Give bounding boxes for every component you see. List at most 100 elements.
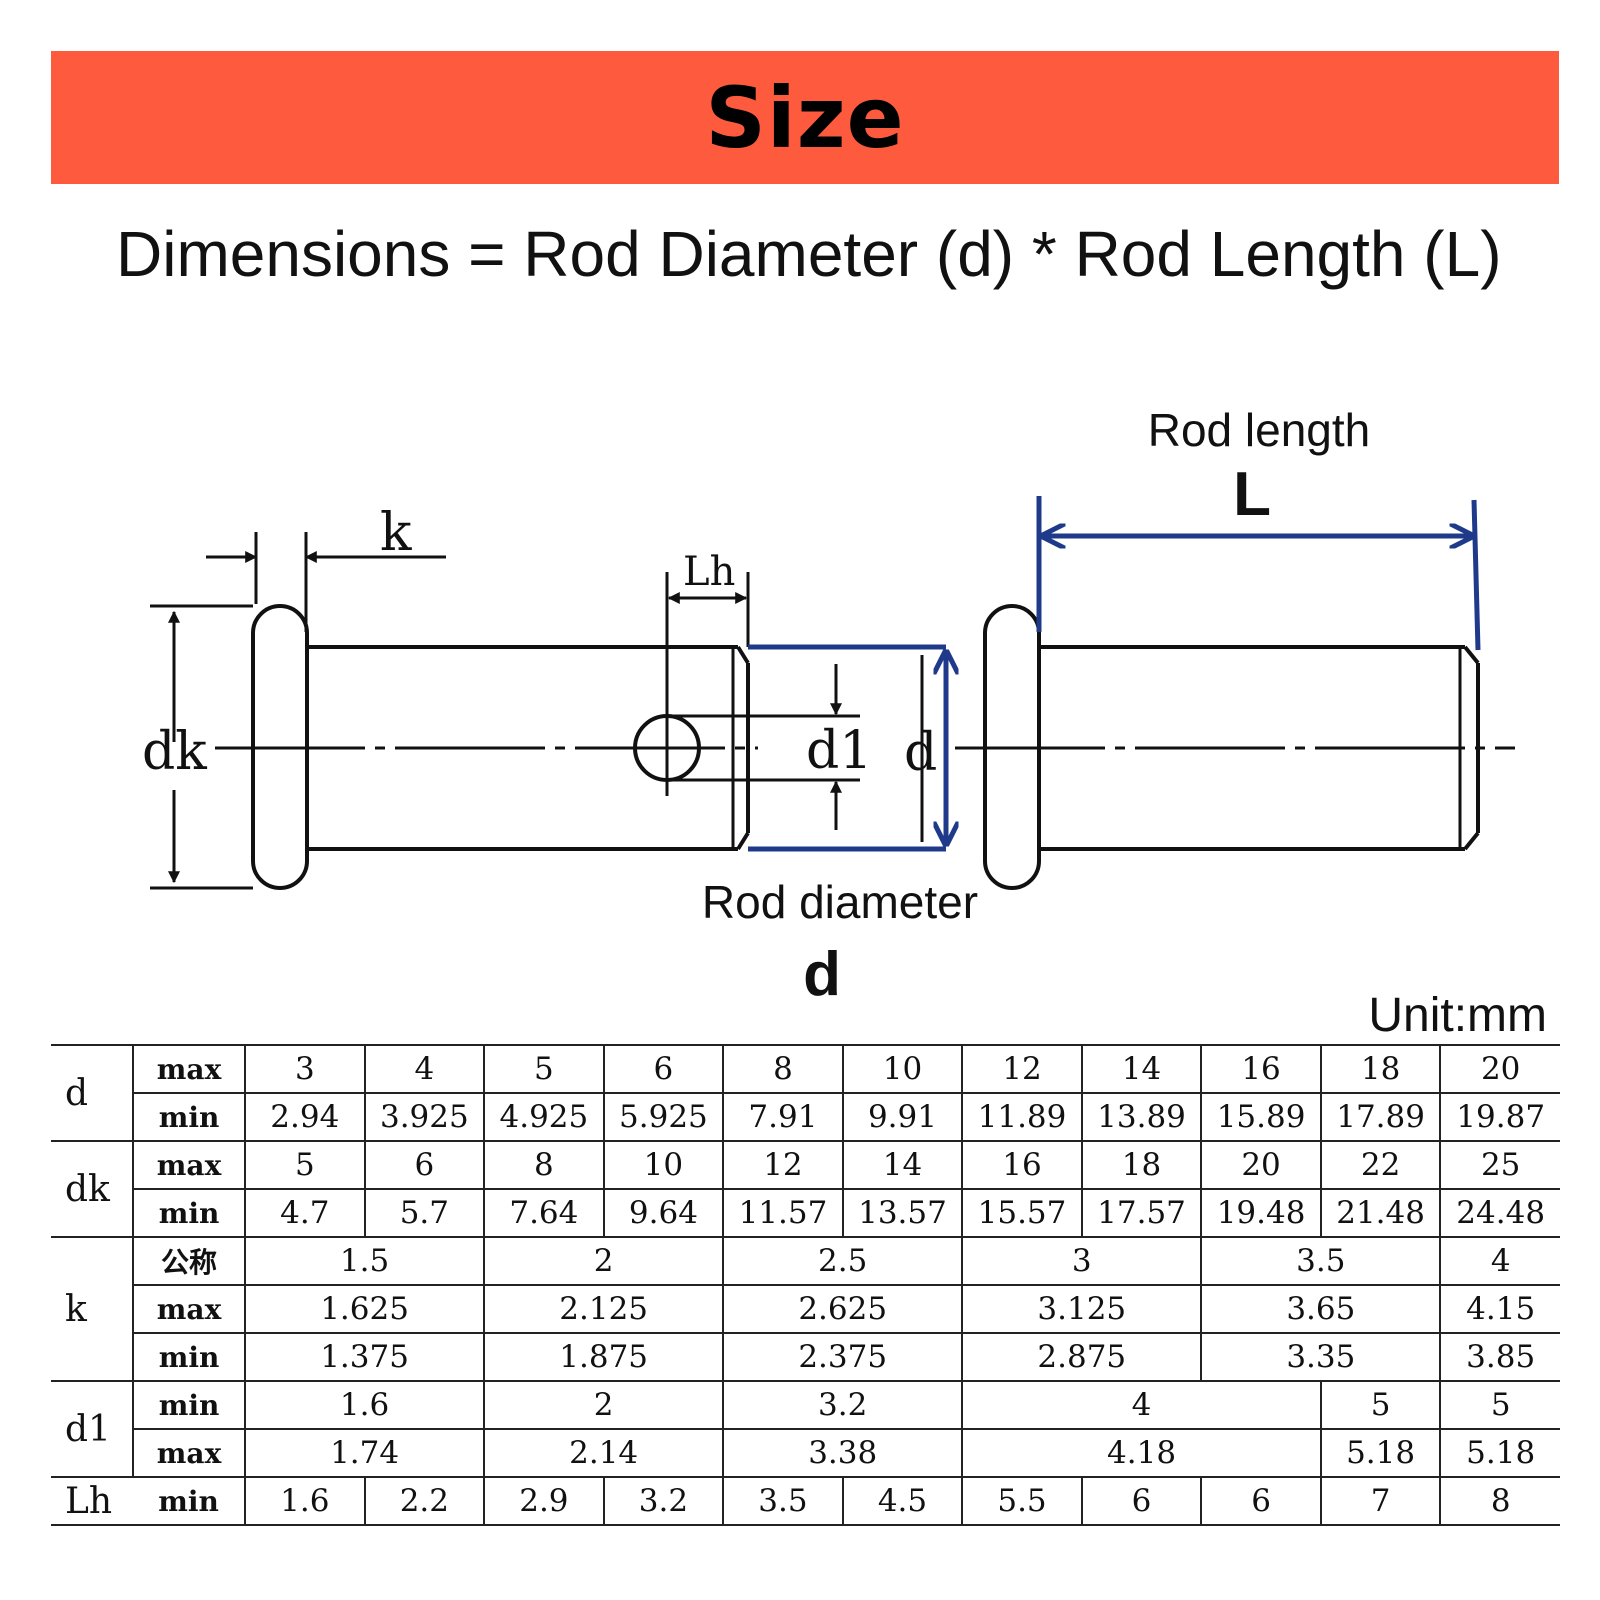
table-cell: 9.91 bbox=[841, 1092, 964, 1141]
table-cell: 25 bbox=[1439, 1140, 1560, 1189]
row-label: max bbox=[132, 1044, 247, 1093]
table-cell: 4.5 bbox=[841, 1476, 964, 1526]
table-cell: 1.875 bbox=[483, 1332, 725, 1381]
table-cell: 3.5 bbox=[1200, 1236, 1442, 1285]
table-row: k 公称 1.5 2 2.5 3 3.5 4 bbox=[51, 1236, 1560, 1381]
right-pin-chamfer-bottom bbox=[1463, 831, 1480, 851]
table-cell: 12 bbox=[722, 1140, 844, 1189]
rod-diameter-symbol: d bbox=[803, 940, 841, 1009]
table-cell: 14 bbox=[1080, 1044, 1203, 1093]
table-cell: 17.89 bbox=[1319, 1092, 1442, 1141]
table-cell: 5.925 bbox=[602, 1092, 725, 1141]
table-cell: 5.7 bbox=[363, 1188, 486, 1237]
table-cell: 20 bbox=[1200, 1140, 1322, 1189]
row-label: min bbox=[132, 1380, 247, 1429]
param-d1: d1 bbox=[51, 1380, 135, 1477]
table-cell: 2.9 bbox=[483, 1476, 605, 1526]
table-cell: 11.57 bbox=[722, 1188, 844, 1237]
table-cell: 5.18 bbox=[1319, 1428, 1442, 1477]
table-row: min 4.7 5.7 7.64 9.64 11.57 13.57 15.57 … bbox=[51, 1188, 1560, 1237]
table-row: d max 3 4 5 6 8 10 12 14 16 18 20 bbox=[51, 1044, 1560, 1141]
d-label: d bbox=[904, 723, 937, 783]
table-cell: 2 bbox=[483, 1236, 725, 1285]
table-cell: 5.18 bbox=[1439, 1428, 1560, 1477]
table-cell: 20 bbox=[1439, 1044, 1560, 1093]
table-cell: 24.48 bbox=[1439, 1188, 1560, 1237]
table-cell: 16 bbox=[1200, 1044, 1322, 1093]
left-pin-chamfer-top bbox=[736, 645, 750, 665]
row-label: min bbox=[132, 1332, 247, 1381]
table-cell: 8 bbox=[722, 1044, 844, 1093]
k-label: k bbox=[380, 503, 412, 563]
table-cell: 4.7 bbox=[244, 1188, 366, 1237]
param-d: d bbox=[51, 1044, 135, 1141]
param-dk: dk bbox=[51, 1140, 135, 1237]
table-cell: 3 bbox=[244, 1044, 366, 1093]
table-cell: 3.125 bbox=[961, 1284, 1203, 1333]
row-label: max bbox=[132, 1284, 247, 1333]
table-row: Lh min 1.6 2.2 2.9 3.2 3.5 4.5 5.5 6 6 7… bbox=[51, 1476, 1560, 1526]
table-cell: 4 bbox=[961, 1380, 1322, 1429]
row-label: min bbox=[133, 1476, 247, 1526]
table-cell: 14 bbox=[841, 1140, 964, 1189]
table-cell: 8 bbox=[483, 1140, 605, 1189]
table-cell: 15.89 bbox=[1200, 1092, 1322, 1141]
right-pin-chamfer-top bbox=[1463, 645, 1480, 665]
table-row: max 1.74 2.14 3.38 4.18 5.18 5.18 bbox=[51, 1428, 1560, 1477]
table-cell: 7.64 bbox=[483, 1188, 605, 1237]
table-row: d1 min 1.6 2 3.2 4 5 5 bbox=[51, 1380, 1560, 1477]
table-cell: 18 bbox=[1080, 1140, 1203, 1189]
rod-length-extension-right bbox=[1471, 499, 1481, 651]
table-cell: 3.35 bbox=[1200, 1332, 1442, 1381]
table-cell: 3.85 bbox=[1439, 1332, 1560, 1381]
table-cell: 3.65 bbox=[1200, 1284, 1442, 1333]
table-cell: 13.89 bbox=[1080, 1092, 1203, 1141]
table-cell: 11.89 bbox=[961, 1092, 1083, 1141]
table-cell: 8 bbox=[1439, 1476, 1560, 1526]
table-cell: 1.5 bbox=[244, 1236, 486, 1285]
table-row: min 1.375 1.875 2.375 2.875 3.35 3.85 bbox=[51, 1332, 1560, 1381]
rod-diameter-caption: Rod diameter bbox=[702, 876, 978, 928]
table-cell: 5 bbox=[483, 1044, 605, 1093]
table-cell: 1.6 bbox=[244, 1380, 486, 1429]
table-cell: 4.18 bbox=[961, 1428, 1322, 1477]
param-lh: Lh bbox=[51, 1476, 134, 1526]
row-label: max bbox=[132, 1140, 247, 1189]
row-label: min bbox=[132, 1092, 247, 1141]
table-cell: 3.2 bbox=[602, 1476, 725, 1526]
table-cell: 3.38 bbox=[722, 1428, 964, 1477]
table-cell: 10 bbox=[841, 1044, 964, 1093]
table-cell: 2.875 bbox=[961, 1332, 1203, 1381]
table-cell: 1.6 bbox=[244, 1476, 366, 1526]
d1-label: d1 bbox=[806, 721, 872, 781]
table-row: min 2.94 3.925 4.925 5.925 7.91 9.91 11.… bbox=[51, 1092, 1560, 1141]
table-cell: 6 bbox=[1080, 1476, 1203, 1526]
table-cell: 19.87 bbox=[1439, 1092, 1560, 1141]
param-k: k bbox=[51, 1236, 135, 1381]
row-label: max bbox=[132, 1428, 247, 1477]
dimension-table: d max 3 4 5 6 8 10 12 14 16 18 20 min 2.… bbox=[51, 1044, 1560, 1526]
table-cell: 2.14 bbox=[483, 1428, 725, 1477]
table-cell: 22 bbox=[1319, 1140, 1442, 1189]
table-cell: 7 bbox=[1319, 1476, 1442, 1526]
table-cell: 2.625 bbox=[722, 1284, 964, 1333]
rod-length-caption: Rod length bbox=[1148, 404, 1371, 456]
table-cell: 9.64 bbox=[602, 1188, 725, 1237]
table-row: dk max 5 6 8 10 12 14 16 18 20 22 25 bbox=[51, 1140, 1560, 1237]
table-cell: 13.57 bbox=[841, 1188, 964, 1237]
table-cell: 3.925 bbox=[363, 1092, 486, 1141]
table-cell: 4.925 bbox=[483, 1092, 605, 1141]
table-cell: 1.375 bbox=[244, 1332, 486, 1381]
lh-label: Lh bbox=[683, 549, 735, 595]
table-cell: 2.2 bbox=[363, 1476, 486, 1526]
table-cell: 2.125 bbox=[483, 1284, 725, 1333]
table-cell: 21.48 bbox=[1319, 1188, 1442, 1237]
table-cell: 5 bbox=[1439, 1380, 1560, 1429]
table-cell: 18 bbox=[1319, 1044, 1442, 1093]
table-cell: 1.74 bbox=[244, 1428, 486, 1477]
table-cell: 1.625 bbox=[244, 1284, 486, 1333]
table-cell: 15.57 bbox=[961, 1188, 1083, 1237]
table-cell: 16 bbox=[961, 1140, 1083, 1189]
dk-label: dk bbox=[142, 722, 207, 782]
